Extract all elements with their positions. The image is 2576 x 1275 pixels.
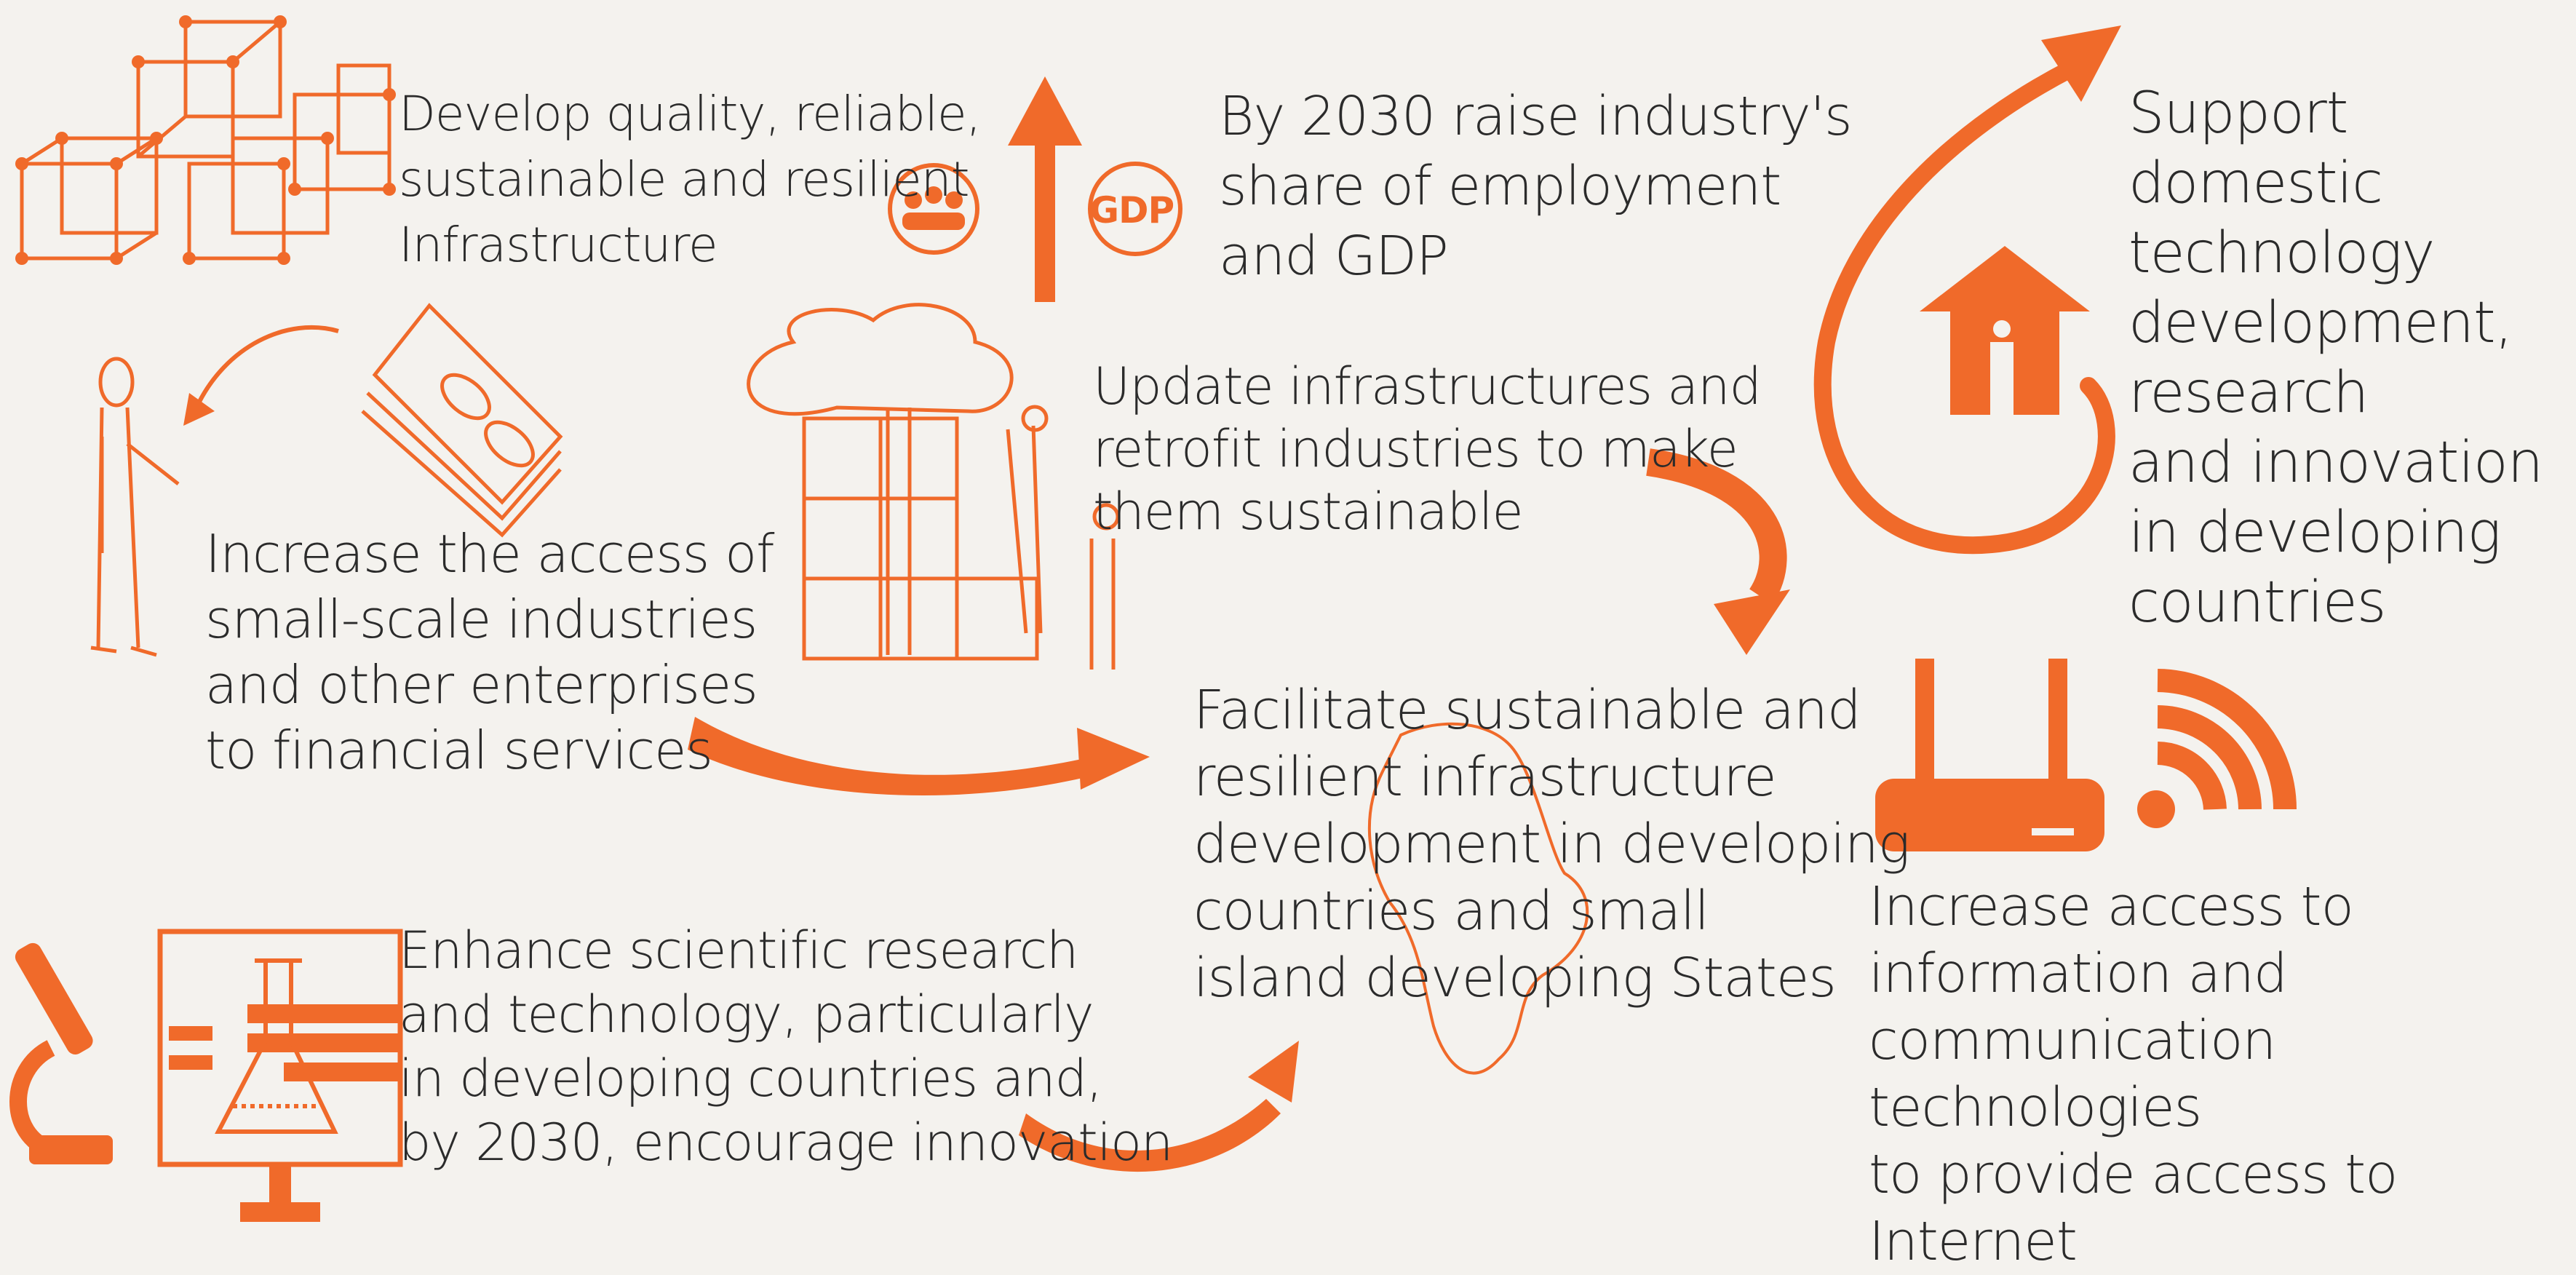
gdp-icon (1088, 162, 1182, 256)
target-retrofit-text: Update infrastructures and retrofit indu… (1093, 357, 1762, 541)
flask-icon (215, 958, 338, 1134)
microscope-icon (9, 942, 113, 1164)
target-infrastructure-text: Develop quality, reliable, sustainable a… (399, 86, 982, 273)
target-facilitate-text: Facilitate sustainable and resilient inf… (1193, 679, 1910, 1009)
wifi-icon (2137, 669, 2297, 828)
people-icon (888, 163, 979, 255)
infographic-canvas (9, 15, 2297, 1222)
money-icon (361, 303, 563, 538)
swoosh-arrow-icon (1019, 1041, 1299, 1172)
africa-map-icon (1367, 722, 1589, 1075)
up-arrow-icon (1008, 76, 1082, 302)
curved-arrow-icon (183, 325, 339, 426)
target-domestic-tech-text: Support domestic technology development,… (2128, 81, 2543, 635)
gdp-badge-label: GDP (1089, 189, 1174, 231)
house-icon (1920, 246, 2090, 415)
target-ict-text: Increase access to information and commu… (1869, 875, 2398, 1273)
loop-arrow-icon (1813, 25, 2121, 555)
monitor-icon (157, 929, 403, 1222)
curved-arrow-icon (1646, 448, 1790, 655)
target-financial-access-text: Increase the access of small-scale indus… (205, 523, 775, 781)
person-icon (90, 357, 180, 657)
target-research-text: Enhance scientific research and technolo… (399, 921, 1173, 1172)
tree-icon (747, 303, 1014, 655)
cubes-icon (15, 15, 396, 265)
building-icon (802, 405, 1120, 670)
target-gdp-text: By 2030 raise industry's share of employ… (1219, 85, 1853, 287)
swoosh-arrow-icon (688, 717, 1150, 796)
router-icon (1875, 659, 2104, 851)
